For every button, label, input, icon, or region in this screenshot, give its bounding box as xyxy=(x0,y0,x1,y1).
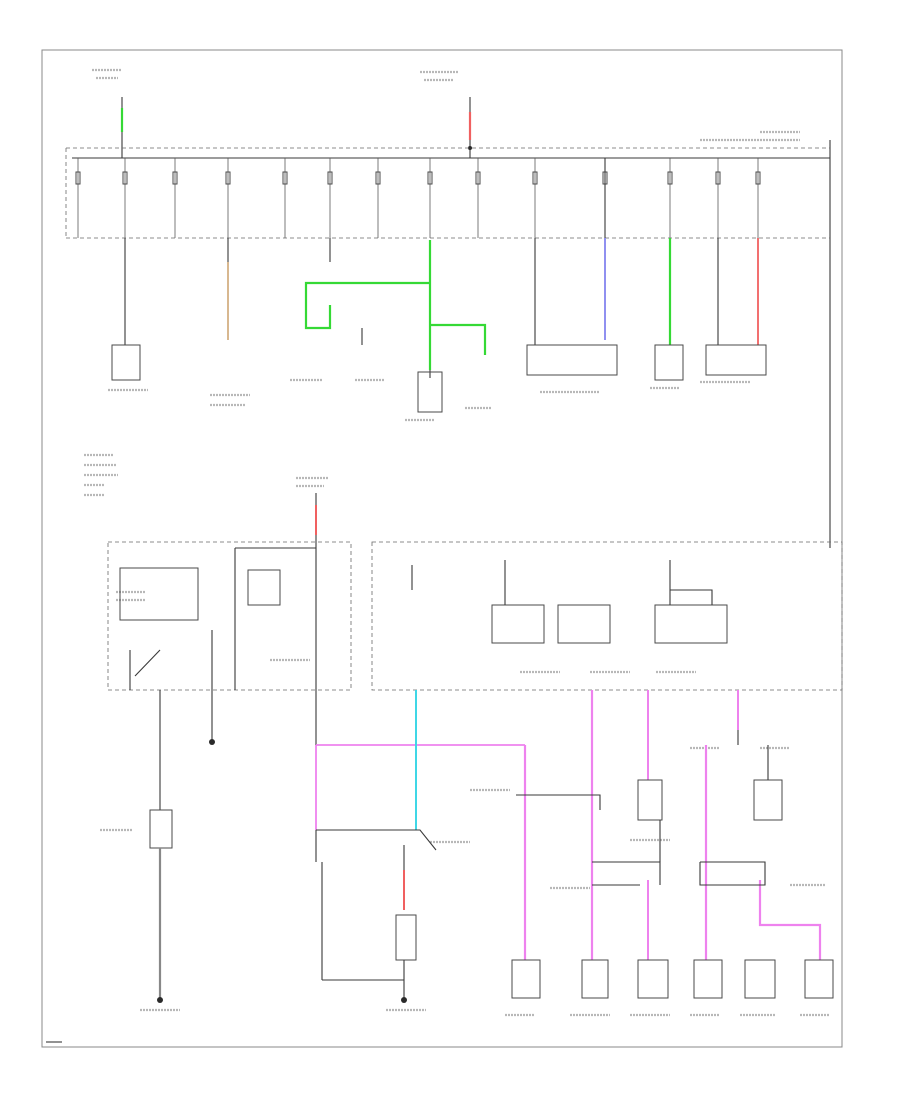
lower-pink-wires xyxy=(315,690,822,960)
fuse-symbol xyxy=(282,171,288,185)
lower-left-wires xyxy=(149,690,215,1003)
branch-wires xyxy=(124,158,759,378)
fuse-symbol xyxy=(375,171,381,185)
fuse-symbol xyxy=(75,171,81,185)
fuse-symbol xyxy=(172,171,178,185)
fuse-symbol xyxy=(715,171,721,185)
right-module xyxy=(371,541,843,691)
fuse-symbol xyxy=(427,171,433,185)
component-row-1 xyxy=(111,344,767,413)
label-marks xyxy=(84,68,830,1017)
diagram-border xyxy=(41,49,843,1048)
left-module xyxy=(107,541,352,691)
fuse-symbol xyxy=(755,171,761,185)
fuse-box xyxy=(65,147,830,239)
power-feed-center xyxy=(468,97,472,158)
fuse-symbol xyxy=(532,171,538,185)
fuse-symbol xyxy=(667,171,673,185)
fuse-symbol xyxy=(225,171,231,185)
lower-center-circuit xyxy=(315,829,437,1003)
fuse-symbol xyxy=(122,171,128,185)
fuse-symbol xyxy=(475,171,481,185)
fuse-drops xyxy=(75,158,761,238)
lower-right-circuit xyxy=(511,730,834,999)
fuse-symbol xyxy=(327,171,333,185)
